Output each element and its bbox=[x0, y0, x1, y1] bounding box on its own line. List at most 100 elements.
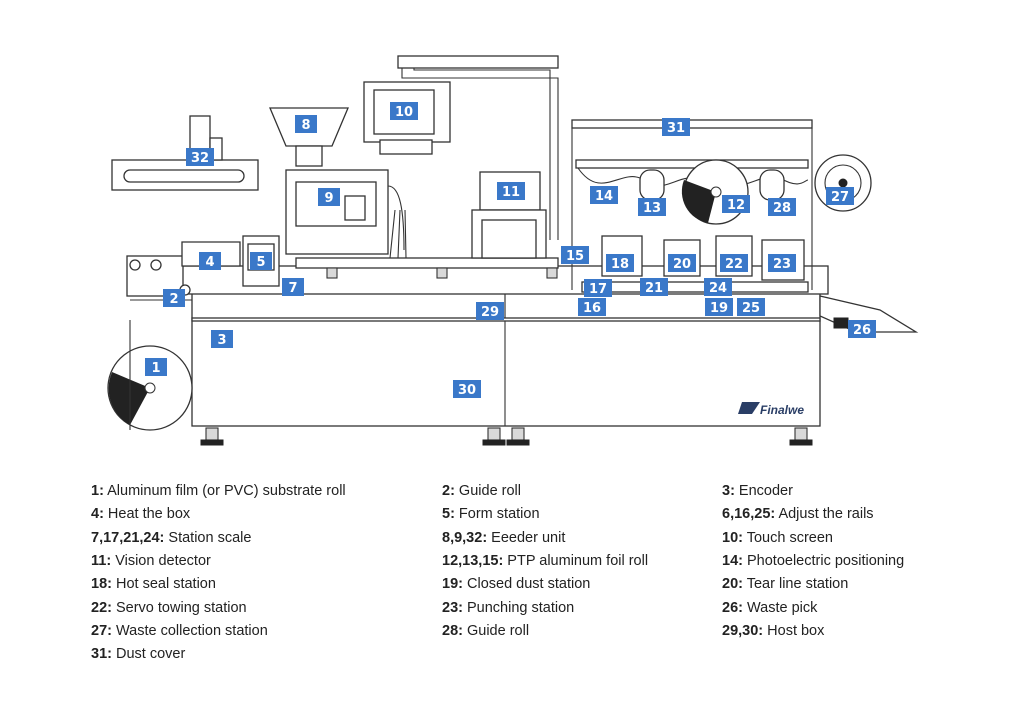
legend-number: 20: bbox=[722, 576, 743, 593]
callout-box bbox=[606, 254, 634, 272]
legend-number: 22: bbox=[91, 599, 112, 616]
legend-number: 29,30: bbox=[722, 622, 764, 639]
legend-item: 3: Encoder bbox=[722, 483, 793, 505]
callout-number: 29 bbox=[481, 305, 499, 320]
legend-number: 11: bbox=[91, 552, 112, 569]
legend-item: 19: Closed dust station bbox=[442, 576, 590, 598]
callout-8: 8 bbox=[295, 115, 317, 133]
callout-box bbox=[282, 278, 304, 296]
callout-box bbox=[453, 380, 481, 398]
legend-text: Station scale bbox=[164, 529, 252, 546]
callout-1: 1 bbox=[145, 358, 167, 376]
callout-number: 7 bbox=[288, 281, 297, 296]
callout-box bbox=[848, 320, 876, 338]
callout-box bbox=[578, 298, 606, 316]
callout-box bbox=[638, 198, 666, 216]
legend-number: 28: bbox=[442, 622, 463, 639]
callout-box bbox=[163, 289, 185, 307]
legend-item: 12,13,15: PTP aluminum foil roll bbox=[442, 553, 648, 575]
callout-number: 26 bbox=[853, 323, 871, 338]
callout-number: 23 bbox=[773, 257, 791, 272]
legend-text: Closed dust station bbox=[462, 576, 591, 593]
callout-box bbox=[211, 330, 233, 348]
callout-7: 7 bbox=[282, 278, 304, 296]
legend-item: 27: Waste collection station bbox=[91, 623, 268, 645]
callout-5: 5 bbox=[250, 252, 272, 270]
callout-number: 32 bbox=[191, 151, 209, 166]
callout-number: 4 bbox=[205, 255, 214, 270]
callout-number: 27 bbox=[831, 190, 849, 205]
callout-21: 21 bbox=[640, 278, 668, 296]
callout-28: 28 bbox=[768, 198, 796, 216]
left-feeder bbox=[111, 115, 259, 191]
legend-number: 19: bbox=[442, 576, 463, 593]
rail-supports bbox=[326, 267, 558, 279]
legend-item: 14: Photoelectric positioning bbox=[722, 553, 904, 575]
callout-number: 9 bbox=[324, 191, 333, 206]
legend-item: 7,17,21,24: Station scale bbox=[91, 530, 251, 552]
legend-number: 4: bbox=[91, 506, 104, 523]
callout-number: 1 bbox=[151, 361, 160, 376]
callout-number: 22 bbox=[725, 257, 743, 272]
legend-item: 28: Guide roll bbox=[442, 623, 529, 645]
legend-number: 27: bbox=[91, 622, 112, 639]
legend-number: 7,17,21,24: bbox=[91, 529, 165, 546]
callout-3: 3 bbox=[211, 330, 233, 348]
machine-diagram: Finalwe 12345678910111213141516171819202… bbox=[107, 55, 919, 446]
callout-box bbox=[476, 302, 504, 320]
callout-9: 9 bbox=[318, 188, 340, 206]
legend-item: 4: Heat the box bbox=[91, 506, 190, 528]
legend-number: 10: bbox=[722, 529, 743, 546]
callout-14: 14 bbox=[590, 186, 618, 204]
callout-22: 22 bbox=[720, 254, 748, 272]
legend-text: Photoelectric positioning bbox=[742, 552, 905, 569]
callout-number: 2 bbox=[169, 292, 178, 307]
callout-number: 3 bbox=[217, 333, 226, 348]
callout-20: 20 bbox=[668, 254, 696, 272]
callout-box bbox=[186, 148, 214, 166]
callout-number: 31 bbox=[667, 121, 685, 136]
legend-text: Encoder bbox=[734, 483, 793, 499]
callout-13: 13 bbox=[638, 198, 666, 216]
callout-4: 4 bbox=[199, 252, 221, 270]
guide-slots bbox=[639, 169, 785, 201]
upper-rail bbox=[295, 257, 559, 269]
legend-number: 12,13,15: bbox=[442, 552, 504, 569]
legend-number: 5: bbox=[442, 506, 455, 523]
legend-text: Dust cover bbox=[111, 646, 186, 663]
callout-number: 10 bbox=[395, 105, 413, 120]
callout-12: 12 bbox=[722, 195, 750, 213]
legend-number: 2: bbox=[442, 483, 455, 499]
brand-logo: Finalwe bbox=[738, 402, 804, 417]
callout-box bbox=[826, 187, 854, 205]
callout-box bbox=[662, 118, 690, 136]
callout-number: 11 bbox=[502, 185, 520, 200]
foil-roll bbox=[681, 159, 749, 225]
touch-screen-assembly bbox=[363, 55, 559, 240]
callout-box bbox=[737, 298, 765, 316]
waste-pick bbox=[819, 295, 919, 333]
callout-number: 18 bbox=[611, 257, 629, 272]
callout-box bbox=[640, 278, 668, 296]
callout-number: 12 bbox=[727, 198, 745, 213]
legend-item: 11: Vision detector bbox=[91, 553, 211, 575]
callout-number: 20 bbox=[673, 257, 691, 272]
legend-item: 5: Form station bbox=[442, 506, 540, 528]
machine-feet bbox=[200, 427, 813, 446]
legend-text: Adjust the rails bbox=[775, 506, 874, 523]
callout-number: 19 bbox=[710, 301, 728, 316]
callout-box bbox=[704, 278, 732, 296]
legend-text: Aluminum film (or PVC) substrate roll bbox=[103, 483, 346, 499]
callout-box bbox=[318, 188, 340, 206]
callout-27: 27 bbox=[826, 187, 854, 205]
callout-box bbox=[561, 246, 589, 264]
legend-item: 1: Aluminum film (or PVC) substrate roll bbox=[91, 483, 346, 505]
callout-11: 11 bbox=[497, 182, 525, 200]
callout-19: 19 bbox=[705, 298, 733, 316]
legend-item: 31: Dust cover bbox=[91, 646, 185, 668]
legend-text: Guide roll bbox=[462, 622, 530, 639]
legend-text: Eeeder unit bbox=[487, 529, 566, 546]
legend-text: Servo towing station bbox=[111, 599, 247, 616]
legend-text: Hot seal station bbox=[111, 576, 216, 593]
legend-number: 18: bbox=[91, 576, 112, 593]
